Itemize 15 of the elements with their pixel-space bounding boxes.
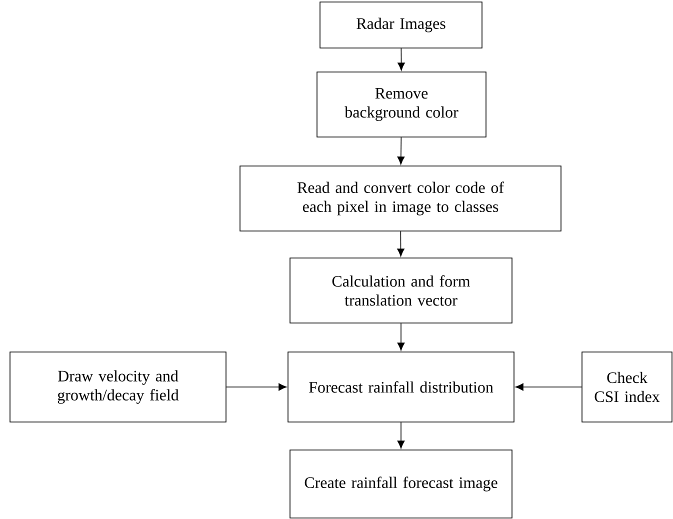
arrow [397,137,405,165]
arrow [397,422,405,449]
process-box: Remove background color [316,72,486,138]
process-box: Calculation and form translation vector [290,258,512,324]
process-box: Check CSI index [582,352,672,422]
arrow [397,323,405,351]
arrow [515,383,582,391]
process-box: Create rainfall forecast image [290,450,512,518]
process-box: Radar Images [320,2,482,48]
arrow [226,383,287,391]
arrow [398,48,405,71]
process-box: Forecast rainfall distribution [288,352,514,422]
arrow [397,231,404,257]
process-box: Draw velocity and growth/decay field [10,352,226,422]
process-box: Read and convert color code of each pixel in image to classes [240,166,562,232]
